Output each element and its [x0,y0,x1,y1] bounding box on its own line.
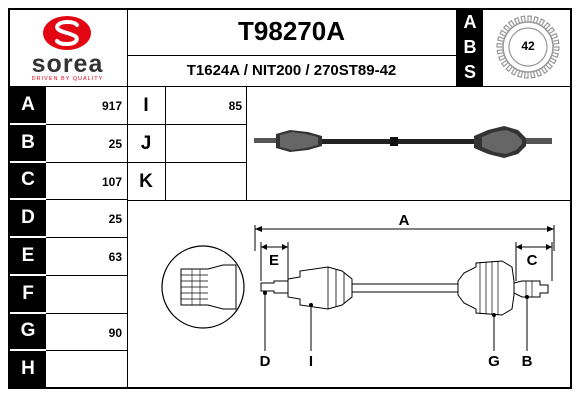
gear-tooth [500,59,509,68]
abs-teeth-count: 42 [521,39,535,53]
dimension-row-rule [46,350,127,352]
abs-gear-icon [496,15,560,79]
dimension-row-rule [127,124,246,125]
dimension-value-i: 85 [228,99,242,113]
dimension-label-i: I [143,95,149,116]
dimension-value-b: 25 [108,136,122,151]
abs-letter-a: A [463,12,477,32]
dimension-row-rule [46,274,127,276]
dimension-row-rule [127,162,246,163]
gear-tooth [545,62,554,70]
dimension-value-d: 25 [108,212,122,227]
gear-tooth [499,29,508,37]
diagram-label-d: D [260,353,271,370]
gear-tooth [552,46,560,52]
gear-tooth [523,71,529,79]
dimension-row-rule [46,161,127,163]
diagram-label-b: B [522,353,533,370]
gear-tooth [538,18,546,27]
dimension-row-rule [46,199,127,201]
diagram-label-g: G [488,353,500,370]
gear-tooth [507,19,516,28]
diagram-label-a: A [399,212,410,229]
gear-tooth [510,67,518,76]
sheet-frame [8,8,572,389]
brand-logo: sorea DRIVEN BY QUALITY [8,10,127,86]
gear-tooth [497,54,506,62]
gear-tooth [543,21,551,30]
dimension-label-e: E [10,238,46,274]
gear-tooth [520,15,526,23]
gear-tooth [551,51,559,59]
dimension-row-rule [46,312,127,314]
gear-tooth [530,71,536,79]
gear-tooth [547,26,556,35]
driveshaft-photo [250,110,562,176]
dimension-row-rule [46,123,127,125]
dimension-label-g: G [10,313,46,350]
mid-value-rule [246,86,247,200]
abs-letter-b: B [463,37,477,57]
part-number: T98270A [238,16,345,46]
gear-tooth [497,35,505,43]
header-bottom-rule [8,86,572,87]
dimension-value-g: 90 [108,325,122,340]
gear-tooth [496,42,504,48]
abs-column-rule [456,8,457,86]
brand-name: sorea [31,50,104,78]
diagram-label-e: E [269,252,279,269]
gear-tooth [513,16,521,25]
brand-tagline: DRIVEN BY QUALITY [31,76,104,82]
cross-references: T1624A / NIT200 / 270ST89-42 [186,62,397,79]
abs-circle-rule [482,8,483,86]
dimension-label-h: H [10,351,46,387]
dimension-label-j: J [140,133,152,154]
title-divider [127,55,456,56]
abs-column: A B S [457,10,482,86]
gear-tooth [540,66,549,75]
gear-tooth [552,39,560,45]
gear-tooth [505,64,513,73]
gear-tooth [527,15,533,23]
gear-tooth [516,70,524,78]
diagram-label-i: I [309,353,313,370]
diagram-top-rule [127,200,572,201]
dimension-value-a: 917 [101,99,122,113]
gear-tooth [535,69,543,78]
dimension-label-b: B [10,124,46,161]
driveshaft-drawing: A E C D I G B [161,212,555,370]
dimension-label-a: A [10,87,46,123]
abs-ring: 42 [483,10,572,86]
dimension-label-f: F [10,275,46,312]
dimension-label-k: K [139,171,153,192]
gear-tooth [550,32,559,40]
gear-tooth [502,24,511,32]
dimension-value-e: 63 [108,250,122,264]
dimension-diagram: A E C D I G B [128,201,572,389]
diagram-label-c: C [527,252,538,269]
dimension-row-rule [46,237,127,238]
gear-tooth [532,16,540,24]
mid-letter-rule [165,86,166,200]
dimension-label-d: D [10,200,46,236]
gear-tooth [496,49,504,55]
driveshaft-photo-icon [254,126,552,158]
left-column-rule [127,8,128,389]
dimension-value-c: 107 [101,174,122,189]
abs-letter-s: S [463,62,476,82]
sorea-mark-icon [43,16,91,50]
dimension-label-c: C [10,162,46,199]
gear-tooth [548,57,557,65]
